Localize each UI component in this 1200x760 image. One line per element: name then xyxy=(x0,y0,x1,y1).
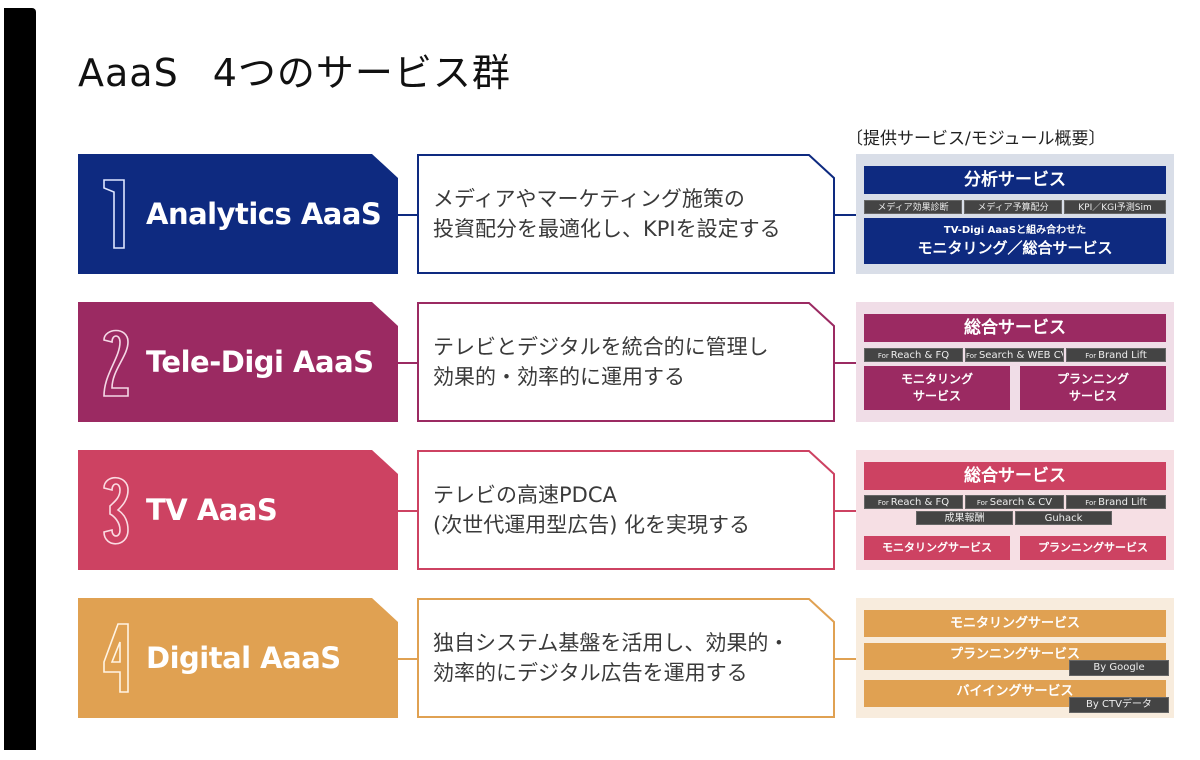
connector-line xyxy=(834,658,856,660)
sub-service-line-2: サービス xyxy=(912,389,961,403)
service-name: TV AaaS xyxy=(146,493,278,527)
service-label-teledigi: Tele-Digi AaaS xyxy=(78,302,398,422)
panel-caption: 〔提供サービス/モジュール概要〕 xyxy=(846,129,1106,149)
module-header: 総合サービス xyxy=(864,462,1166,490)
module-header: 総合サービス xyxy=(864,314,1166,342)
tag-for: For xyxy=(877,352,889,360)
digital-service-item: モニタリングサービス xyxy=(864,610,1166,637)
sub-service-line-1: モニタリング xyxy=(900,372,973,386)
tag-label: Search & CV xyxy=(989,497,1053,508)
service-description-box: 独自システム基盤を活用し、効果的・ 効率的にデジタル広告を運用する xyxy=(417,598,835,718)
tag-label: Reach & FQ xyxy=(890,350,950,361)
tag-for: For xyxy=(877,499,889,507)
module-footer-small: TV-Digi AaaSと組み合わせた xyxy=(943,225,1087,236)
tag-label: Brand Lift xyxy=(1098,497,1147,508)
service-row-analytics: Analytics AaaS メディアやマーケティング施策の 投資配分を最適化し… xyxy=(0,154,1200,278)
connector-line xyxy=(834,510,856,512)
module-panel-analytics: 分析サービス メディア効果診断 メディア予算配分 KPI／KGI予測Sim TV… xyxy=(856,154,1174,274)
service-label-tv: TV AaaS xyxy=(78,450,398,570)
service-description: テレビとデジタルを統合的に管理し 効果的・効率的に運用する xyxy=(433,332,769,392)
sub-service-monitoring: モニタリング サービス xyxy=(864,366,1010,410)
description-line-1: テレビとデジタルを統合的に管理し xyxy=(433,335,769,359)
service-description-box: テレビの高速PDCA (次世代運用型広告) 化を実現する xyxy=(417,450,835,570)
service-badge: By Google xyxy=(1069,660,1169,676)
description-line-2: 効率的にデジタル広告を運用する xyxy=(433,661,748,685)
service-description: メディアやマーケティング施策の 投資配分を最適化し、KPIを設定する xyxy=(433,184,781,244)
connector-line xyxy=(834,214,856,216)
title-main: AaaS xyxy=(78,51,179,95)
sub-service-line-2: サービス xyxy=(1068,389,1117,403)
service-name: Analytics AaaS xyxy=(146,197,382,231)
module-panel-digital: モニタリングサービス プランニングサービス By Google バイイングサービ… xyxy=(856,598,1174,718)
description-line-2: 効果的・効率的に運用する xyxy=(433,365,685,389)
tag-for: For xyxy=(966,352,977,360)
sub-service-monitoring: モニタリングサービス xyxy=(864,536,1010,560)
module-tag: Guhack xyxy=(1015,511,1112,525)
description-line-1: メディアやマーケティング施策の xyxy=(433,187,745,211)
sub-service-planning: プランニング サービス xyxy=(1020,366,1166,410)
description-line-2: 投資配分を最適化し、KPIを設定する xyxy=(433,217,781,241)
description-line-1: テレビの高速PDCA xyxy=(433,483,617,507)
sub-service-line-1: プランニング xyxy=(1056,372,1129,386)
tag-for: For xyxy=(1085,352,1097,360)
outlined-digit-4-icon xyxy=(100,620,132,696)
service-row-tv: TV AaaS テレビの高速PDCA (次世代運用型広告) 化を実現する 総合サ… xyxy=(0,450,1200,574)
service-label-digital: Digital AaaS xyxy=(78,598,398,718)
description-line-1: 独自システム基盤を活用し、効果的・ xyxy=(433,631,790,655)
service-name: Digital AaaS xyxy=(146,641,341,675)
module-tag: KPI／KGI予測Sim xyxy=(1064,200,1166,214)
service-row-teledigi: Tele-Digi AaaS テレビとデジタルを統合的に管理し 効果的・効率的に… xyxy=(0,302,1200,426)
module-header: 分析サービス xyxy=(864,166,1166,194)
tag-label: Brand Lift xyxy=(1098,350,1147,361)
tag-for: For xyxy=(976,499,988,507)
title-sub: 4つのサービス群 xyxy=(212,51,511,95)
connector-line xyxy=(398,658,418,660)
outlined-digit-3-icon xyxy=(100,472,132,548)
module-footer-large: モニタリング／総合サービス xyxy=(917,239,1113,257)
page-title: AaaS 4つのサービス群 xyxy=(78,42,511,97)
service-badge: By CTVデータ xyxy=(1069,697,1169,713)
service-label-analytics: Analytics AaaS xyxy=(78,154,398,274)
module-tag: 成果報酬 xyxy=(916,511,1013,525)
service-name: Tele-Digi AaaS xyxy=(146,345,374,379)
outlined-digit-2-icon xyxy=(100,324,132,400)
connector-line xyxy=(398,362,418,364)
service-row-digital: Digital AaaS 独自システム基盤を活用し、効果的・ 効率的にデジタル広… xyxy=(0,598,1200,722)
outlined-digit-1-icon xyxy=(100,176,132,252)
tag-label: Search & WEB CV xyxy=(978,350,1064,361)
service-description-box: メディアやマーケティング施策の 投資配分を最適化し、KPIを設定する xyxy=(417,154,835,274)
digital-service-item: バイイングサービス xyxy=(864,680,1166,707)
connector-line xyxy=(834,362,856,364)
connector-line xyxy=(398,510,418,512)
left-accent-bar xyxy=(4,8,36,750)
module-tag: メディア効果診断 xyxy=(864,200,962,214)
sub-service-planning: プランニングサービス xyxy=(1020,536,1166,560)
connector-line xyxy=(398,214,418,216)
tag-label: Reach & FQ xyxy=(890,497,950,508)
service-description-box: テレビとデジタルを統合的に管理し 効果的・効率的に運用する xyxy=(417,302,835,422)
service-description: テレビの高速PDCA (次世代運用型広告) 化を実現する xyxy=(433,480,750,540)
tag-for: For xyxy=(1085,499,1097,507)
service-description: 独自システム基盤を活用し、効果的・ 効率的にデジタル広告を運用する xyxy=(433,628,789,688)
module-footer: TV-Digi AaaSと組み合わせた モニタリング／総合サービス xyxy=(864,218,1166,264)
module-tag: メディア予算配分 xyxy=(964,200,1062,214)
description-line-2: (次世代運用型広告) 化を実現する xyxy=(433,513,751,537)
